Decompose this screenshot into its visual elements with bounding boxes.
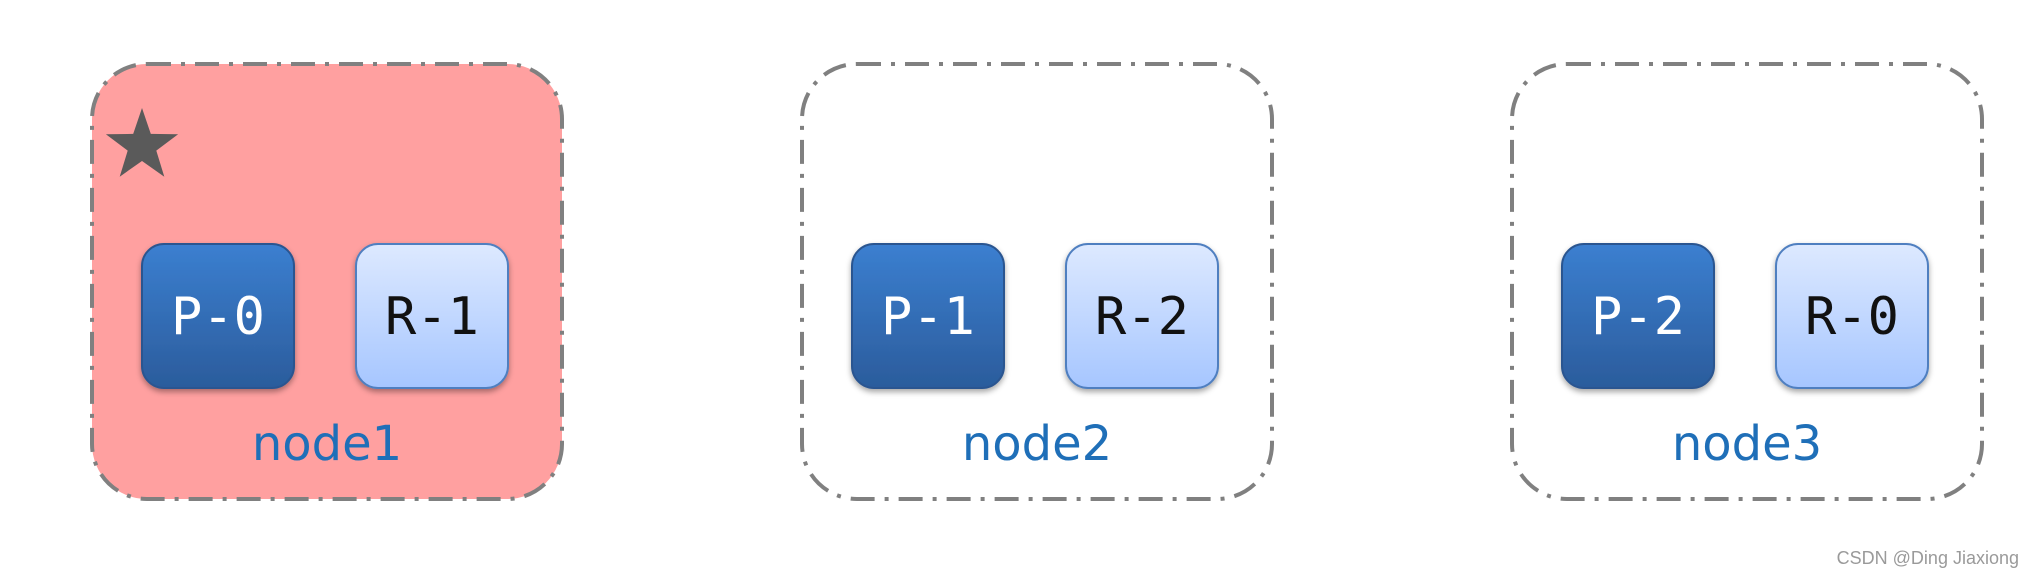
node-box-node1: P-0 R-1 node1 (90, 62, 564, 501)
node-label: node3 (1672, 416, 1822, 472)
watermark-text: CSDN @Ding Jiaxiong (1836, 548, 2019, 568)
node-box-node3: P-2 R-0 node3 (1510, 62, 1984, 501)
partition-tile-replica: R-1 (355, 243, 509, 389)
tile-background (355, 243, 509, 389)
node-border (1510, 62, 1984, 501)
partition-tile-primary: P-2 (1561, 243, 1715, 389)
partition-tile-primary: P-1 (851, 243, 1005, 389)
node-label: node2 (962, 416, 1112, 472)
partition-tile-primary: P-0 (141, 243, 295, 389)
tile-background (1775, 243, 1929, 389)
partition-tile-replica: R-2 (1065, 243, 1219, 389)
tile-label: P-2 (1591, 287, 1685, 347)
tile-background (1561, 243, 1715, 389)
partition-tile-replica: R-0 (1775, 243, 1929, 389)
tile-label: R-0 (1805, 287, 1899, 347)
tile-label: P-0 (171, 287, 265, 347)
node-border (800, 62, 1274, 501)
tile-background (851, 243, 1005, 389)
tile-background (141, 243, 295, 389)
node-label: node1 (252, 416, 402, 472)
tile-label: R-2 (1095, 287, 1189, 347)
tile-background (1065, 243, 1219, 389)
node-border (90, 62, 564, 501)
tile-label: R-1 (385, 287, 479, 347)
tile-label: P-1 (881, 287, 975, 347)
star-icon (105, 108, 179, 177)
node-box-node2: P-1 R-2 node2 (800, 62, 1274, 501)
